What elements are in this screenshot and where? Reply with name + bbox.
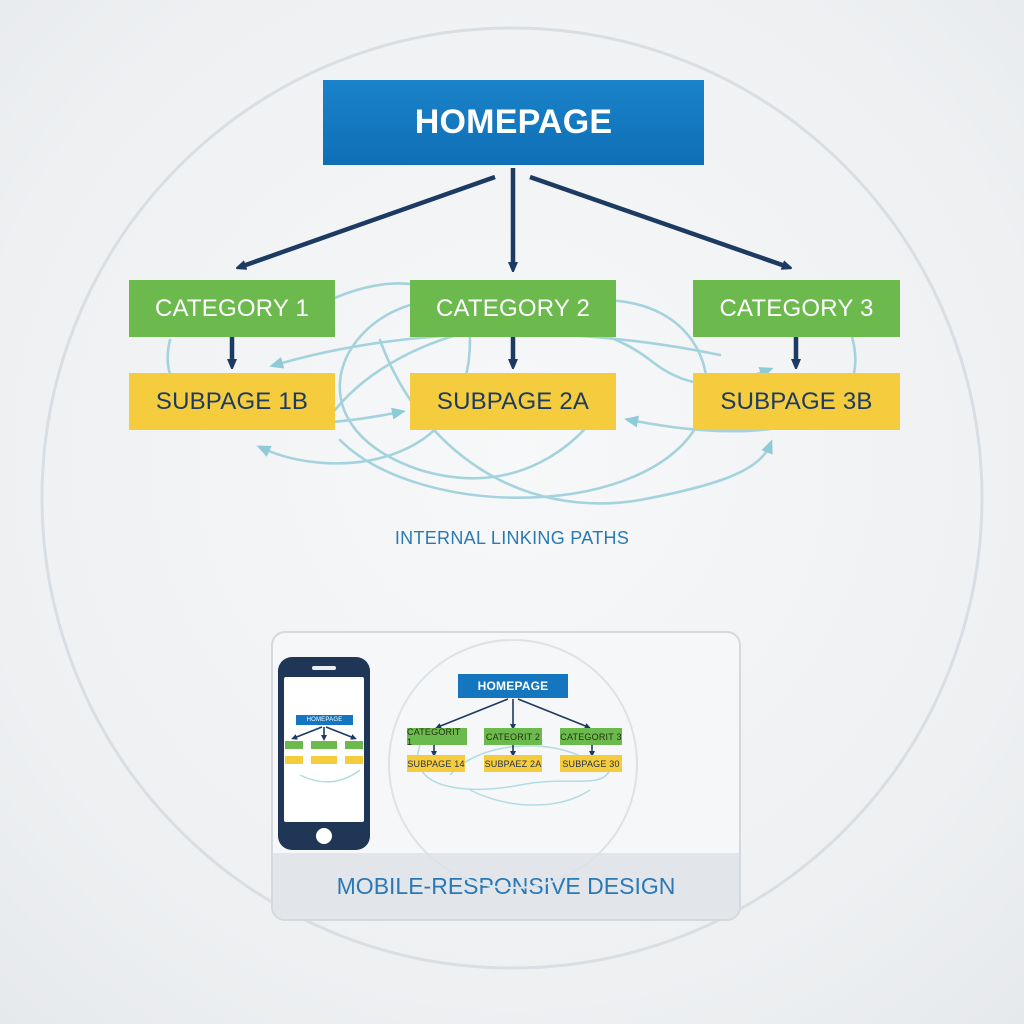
mini-arrows <box>291 698 595 757</box>
category-1-node: CATEGORY 1 <box>129 280 335 337</box>
category-2-node: CATEGORY 2 <box>410 280 616 337</box>
phone-homepage-node: HOMEPAGE <box>296 715 353 725</box>
phone-speaker-icon <box>312 666 336 670</box>
mini-category-2-node: CATEORIT 2 <box>484 728 542 745</box>
phone-category-node <box>285 741 303 749</box>
phone-screen <box>284 677 364 822</box>
link-path <box>338 303 602 480</box>
phone-mini-arrow <box>325 726 357 740</box>
phone-mini-arrow <box>291 726 323 740</box>
responsive-design-caption: MOBILE-RESPONSIVE DESIGN <box>273 853 739 919</box>
link-path <box>338 298 709 499</box>
mini-link-path <box>417 744 611 790</box>
mini-ring <box>388 639 638 889</box>
navigation-arrows <box>232 168 796 365</box>
arrow-home-to-category-3 <box>529 174 788 267</box>
mini-arrow <box>435 698 509 729</box>
subpage-2a-node: SUBPAGE 2A <box>410 373 616 430</box>
mini-link-paths <box>299 744 611 806</box>
mini-link-path <box>469 789 591 806</box>
subpage-3b-node: SUBPAGE 3B <box>693 373 900 430</box>
phone-home-button-icon <box>316 828 332 844</box>
mini-subpage-3-node: SUBPAGE 30 <box>560 755 622 772</box>
arrow-home-to-category-1 <box>240 174 496 267</box>
mini-subpage-2-node: SUBPAEZ 2A <box>484 755 542 772</box>
mini-arrow <box>517 698 591 729</box>
subpage-1b-node: SUBPAGE 1B <box>129 373 335 430</box>
phone-subpage-node <box>345 756 363 764</box>
internal-linking-caption: INTERNAL LINKING PATHS <box>394 528 630 548</box>
mini-category-1-node: CATEGORIT 1 <box>407 727 467 747</box>
phone-subpage-node <box>285 756 303 764</box>
phone-subpage-node <box>311 756 337 764</box>
mini-link-path <box>299 769 361 783</box>
homepage-node: HOMEPAGE <box>323 80 704 165</box>
phone-category-node <box>311 741 337 749</box>
background-ring <box>40 26 984 970</box>
mini-homepage-node: HOMEPAGE <box>458 674 568 698</box>
phone-category-node <box>345 741 363 749</box>
category-3-node: CATEGORY 3 <box>693 280 900 337</box>
mini-subpage-1-node: SUBPAGE 14 <box>407 755 465 772</box>
mini-category-3-node: CATEGORIT 3 <box>560 728 622 745</box>
